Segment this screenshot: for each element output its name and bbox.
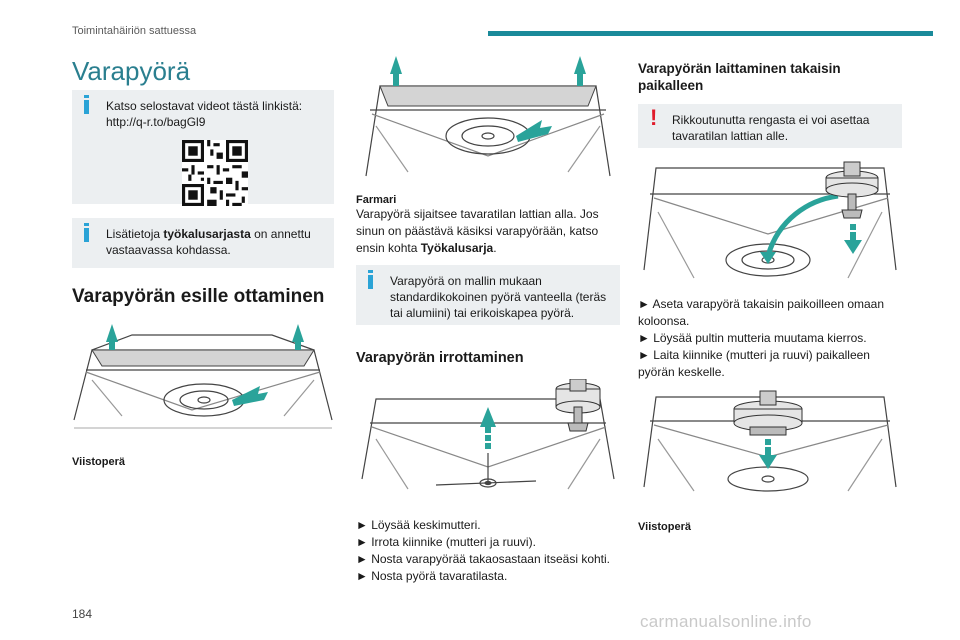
wheel-refit-illustration xyxy=(638,160,902,282)
qr-code-icon[interactable] xyxy=(182,140,248,206)
trunk-hatchback-illustration xyxy=(72,320,334,430)
info-icon xyxy=(368,270,373,289)
section-title-removal: Varapyörän esille ottaminen xyxy=(72,286,325,307)
section-title-refit: Varapyörän laittaminen takaisin paikalle… xyxy=(638,61,841,93)
removal-step: ► Nosta pyörä tavaratilasta. xyxy=(356,569,508,583)
header-accent-bar xyxy=(488,31,933,36)
removal-step: ► Löysää keskimutteri. xyxy=(356,518,481,532)
caption-hatchback: Viistoperä xyxy=(72,456,125,468)
removal-step: ► Irrota kiinnike (mutteri ja ruuvi). xyxy=(356,535,536,549)
page-title: Varapyörä xyxy=(72,56,191,86)
refit-step: ► Aseta varapyörä takaisin paikoilleen o… xyxy=(638,297,885,328)
wheel-info-box: Varapyörä on mallin mukaan standardikoko… xyxy=(356,265,620,325)
removal-steps: ► Löysää keskimutteri. ► Irrota kiinnike… xyxy=(356,517,620,585)
column-1: Varapyörä Katso selostavat videot tästä … xyxy=(72,56,334,468)
video-link[interactable]: http://q-r.to/bagGl9 xyxy=(106,115,206,129)
refit-step: ► Löysää pultin mutteria muutama kierros… xyxy=(638,331,867,345)
column-3: Varapyörän laittaminen takaisin paikalle… xyxy=(638,56,902,533)
tools-link[interactable]: työkalusarjasta xyxy=(163,227,251,241)
caption-estate: Farmari xyxy=(356,194,397,206)
video-text: Katso selostavat videot tästä linkistä: xyxy=(106,99,303,113)
video-info-box: Katso selostavat videot tästä linkistä: … xyxy=(72,90,334,206)
refit-steps: ► Aseta varapyörä takaisin paikoilleen o… xyxy=(638,296,902,381)
tools-info-box: Lisätietoja työkalusarjasta on annettu v… xyxy=(72,218,334,268)
toolkit-link[interactable]: Työkalusarja xyxy=(420,241,494,255)
section-title-removing: Varapyörän irrottaminen xyxy=(356,350,524,366)
wheel-removal-illustration xyxy=(356,379,620,499)
removal-step: ► Nosta varapyörää takaosastaan itseäsi … xyxy=(356,552,611,566)
column-2: Farmari Varapyörä sijaitsee tavaratilan … xyxy=(356,56,620,585)
info-icon xyxy=(84,223,89,242)
running-header: Toimintahäiriön sattuessa xyxy=(72,25,197,37)
watermark: carmanualsonline.info xyxy=(640,612,812,631)
trunk-estate-illustration xyxy=(356,56,620,184)
info-icon xyxy=(84,95,89,114)
warning-box: ! Rikkoutunutta rengasta ei voi asettaa … xyxy=(638,104,902,148)
warning-icon: ! xyxy=(650,105,658,130)
caption-hatchback-2: Viistoperä xyxy=(638,521,691,533)
page-number: 184 xyxy=(72,607,93,621)
wheel-bracket-illustration xyxy=(638,387,902,493)
estate-paragraph: Varapyörä sijaitsee tavaratilan lattian … xyxy=(356,207,599,255)
refit-step: ► Laita kiinnike (mutteri ja ruuvi) paik… xyxy=(638,348,870,379)
